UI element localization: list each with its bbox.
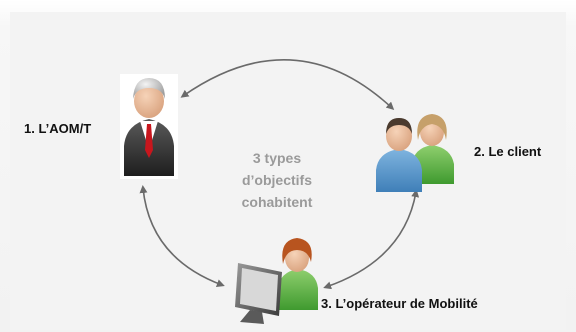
actor-label-client: 2. Le client <box>474 144 542 159</box>
arrow-client-operator <box>323 189 420 290</box>
actor-label-aom: 1. L’AOM/T <box>24 121 92 136</box>
center-caption-line-2: d’objectifs <box>241 172 312 188</box>
center-caption-line-3: cohabitent <box>241 194 313 210</box>
businessman-icon <box>120 74 178 179</box>
arrow-aom-operator <box>139 185 225 287</box>
couple-icon <box>376 114 454 192</box>
center-caption: 3 types d’objectifs cohabitent <box>224 147 330 213</box>
arrow-aom-client <box>180 59 395 111</box>
center-caption-line-1: 3 types <box>252 150 302 166</box>
operator-at-computer-icon <box>235 238 318 324</box>
actor-label-operator: 3. L’opérateur de Mobilité <box>321 296 478 311</box>
